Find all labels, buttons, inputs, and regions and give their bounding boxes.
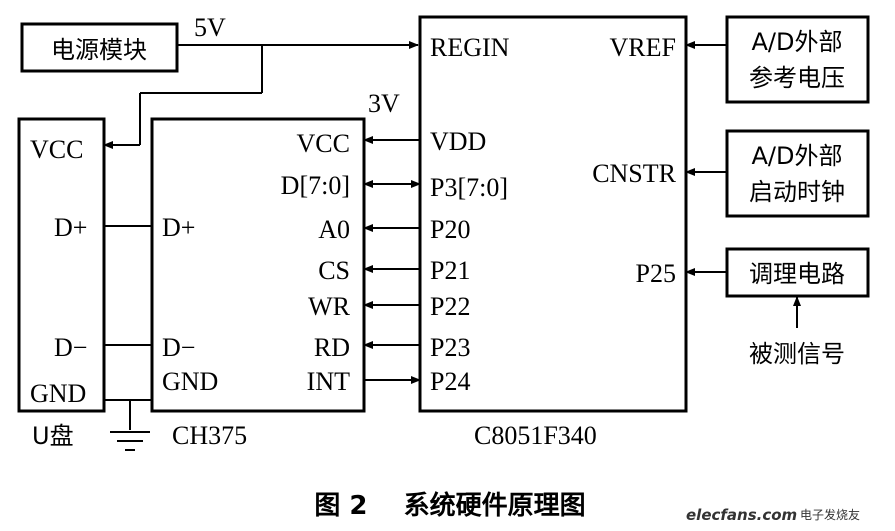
- mcu-pin-p25: P25: [636, 259, 676, 288]
- usb-pin-dminus: D−: [54, 333, 87, 362]
- ch375-pin-cs: CS: [318, 256, 350, 285]
- figure-caption: 图 2 系统硬件原理图: [314, 490, 585, 521]
- ground-symbol: [104, 399, 152, 451]
- ext-clock-line2: 启动时钟: [749, 178, 845, 206]
- conditioning-label: 调理电路: [749, 260, 845, 288]
- ch375-pin-gnd: GND: [162, 367, 218, 396]
- watermark: elecfans.com 电子发烧友: [686, 506, 860, 524]
- mcu-pin-vdd: VDD: [430, 127, 486, 156]
- ext-reference-line1: A/D外部: [752, 28, 843, 56]
- power-module-label: 电源模块: [51, 36, 147, 64]
- usb-disk-block: VCC D+ D− GND: [17, 117, 106, 413]
- power-wires: [103, 41, 419, 149]
- ch375-pin-rd: RD: [314, 333, 350, 362]
- usb-ch375-wires: [104, 225, 152, 346]
- ch375-pin-int: INT: [307, 367, 350, 396]
- mcu-pin-p21: P21: [430, 256, 470, 285]
- ext-reference-block: A/D外部 参考电压: [685, 15, 870, 104]
- bus-wires: [363, 136, 421, 384]
- ch375-pin-dplus: D+: [162, 213, 195, 242]
- mcu-pin-vref: VREF: [610, 33, 676, 62]
- watermark-site: elecfans.com: [686, 506, 797, 524]
- mcu-pin-regin: REGIN: [430, 33, 510, 62]
- ch375-pin-dminus: D−: [162, 333, 195, 362]
- power-module: 电源模块: [20, 22, 179, 73]
- mcu-block: REGIN VDD P3[7:0] P20 P21 P22 P23 P24 VR…: [418, 15, 688, 413]
- conditioning-block: 调理电路: [685, 247, 870, 328]
- mcu-pin-p23: P23: [430, 333, 470, 362]
- mcu-pin-p3: P3[7:0]: [430, 173, 508, 202]
- ch375-pin-data: D[7:0]: [281, 171, 350, 200]
- usb-pin-vcc: VCC: [30, 135, 83, 164]
- measured-signal-label: 被测信号: [749, 340, 845, 368]
- ch375-label: CH375: [172, 421, 247, 450]
- usb-pin-dplus: D+: [54, 213, 87, 242]
- mcu-pin-p20: P20: [430, 215, 470, 244]
- ch375-pin-vcc: VCC: [297, 129, 350, 158]
- voltage-5v-label: 5V: [194, 13, 226, 42]
- ext-reference-line2: 参考电压: [749, 64, 845, 92]
- usb-pin-gnd: GND: [30, 379, 86, 408]
- mcu-label: C8051F340: [474, 421, 597, 450]
- mcu-pin-p24: P24: [430, 367, 470, 396]
- ext-clock-line1: A/D外部: [752, 142, 843, 170]
- ch375-pin-wr: WR: [308, 292, 351, 321]
- mcu-pin-cnstr: CNSTR: [592, 159, 676, 188]
- voltage-3v-label: 3V: [368, 89, 400, 118]
- mcu-pin-p22: P22: [430, 292, 470, 321]
- ch375-pin-a0: A0: [318, 215, 350, 244]
- ch375-block: D+ D− GND VCC D[7:0] A0 CS WR RD INT: [150, 117, 366, 413]
- usb-disk-label: U盘: [32, 422, 74, 450]
- ext-clock-block: A/D外部 启动时钟: [685, 129, 870, 218]
- watermark-tagline: 电子发烧友: [800, 507, 860, 522]
